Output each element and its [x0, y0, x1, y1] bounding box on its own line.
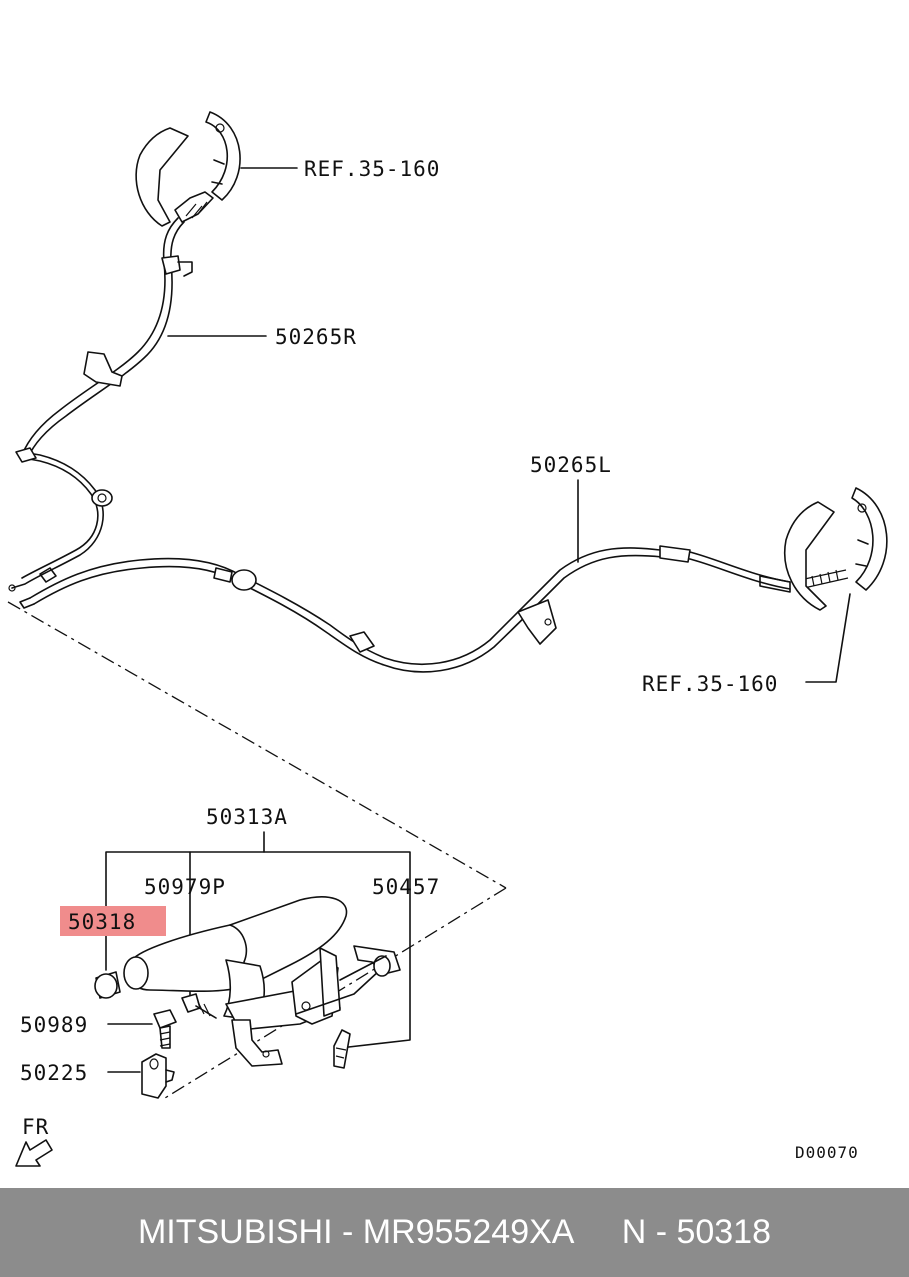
part-50318-cap: [94, 971, 121, 999]
highlight-box: [60, 906, 166, 936]
label-cable-right: 50265R: [275, 325, 357, 349]
leader-ref-bottom: [805, 593, 851, 683]
footer-gap: [574, 1213, 621, 1252]
label-50979p: 50979P: [144, 875, 226, 899]
front-arrow-icon: [15, 1139, 53, 1167]
label-50225: 50225: [20, 1061, 88, 1085]
part-50989-bolt: [153, 1009, 177, 1049]
part-50979p-bolt: [181, 993, 217, 1019]
diagram-code: D00070: [795, 1143, 859, 1162]
footer-separator: -: [332, 1213, 363, 1251]
label-front: FR: [22, 1115, 49, 1139]
cable-50265r: [8, 217, 193, 592]
brake-shoe-left: [784, 487, 888, 611]
label-50457: 50457: [372, 875, 440, 899]
parking-brake-lever: [123, 896, 401, 1069]
label-ref-bottom: REF.35-160: [642, 672, 778, 696]
bracket-lever-assy: [105, 851, 411, 1049]
label-lever-assy: 50313A: [206, 805, 288, 829]
cable-50265l: [19, 545, 849, 673]
footer-part-number: MR955249XA: [362, 1213, 575, 1251]
part-50225-bracket: [141, 1053, 175, 1099]
label-ref-top: REF.35-160: [304, 157, 440, 181]
label-highlighted-part[interactable]: 50318: [68, 910, 136, 934]
label-cable-left: 50265L: [530, 453, 612, 477]
footer-bar: MITSUBISHI - MR955249XA N - 50318: [0, 1188, 909, 1277]
brake-shoe-right: [135, 111, 241, 227]
footer-callout: N - 50318: [621, 1213, 772, 1251]
parking-brake-diagram: REF.35-160 50265R 50265L: [7, 111, 888, 1167]
reference-line-top: [7, 601, 507, 889]
label-50989: 50989: [20, 1013, 88, 1037]
footer-brand: MITSUBISHI: [137, 1213, 333, 1251]
